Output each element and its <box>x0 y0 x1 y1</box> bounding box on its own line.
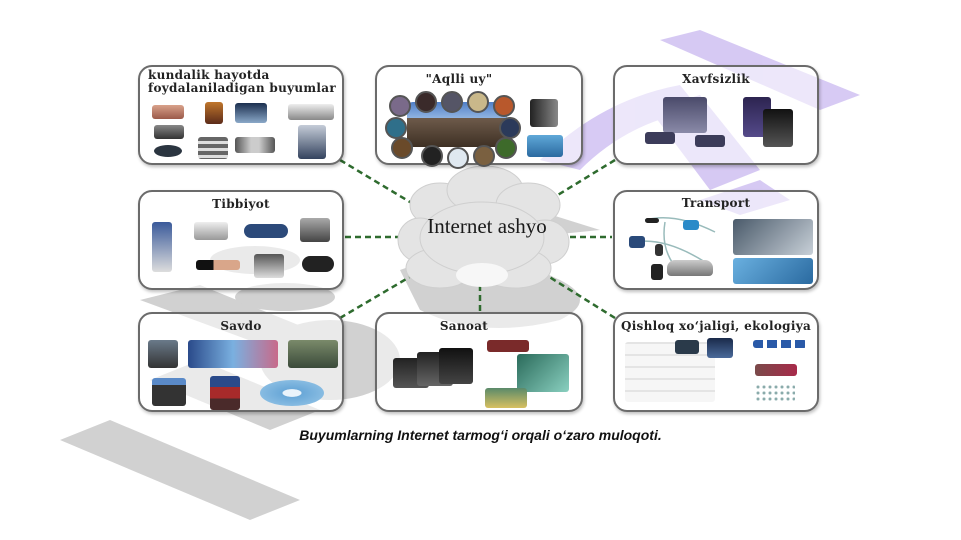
phone-icon <box>655 244 663 256</box>
fridge-icon <box>530 99 558 127</box>
node-title: Tibbiyot <box>212 197 270 211</box>
figure-caption: Buyumlarning Internet tarmog‘i orqali o‘… <box>299 427 662 443</box>
node-smart-home: "Aqlli uy" <box>375 65 583 169</box>
center-label: Internet ashyo <box>427 214 547 238</box>
media-player-icon <box>198 137 228 159</box>
printer-icon <box>152 105 184 119</box>
router-icon <box>288 104 334 120</box>
sensor-network-icon <box>755 384 795 402</box>
tv-icon <box>235 103 267 123</box>
node-security: Xavfsizlik <box>613 65 819 165</box>
tractor-icon <box>755 364 797 376</box>
factory-equipment-icon <box>517 354 569 392</box>
appliance-icon <box>385 117 407 139</box>
industrial-panel-icon <box>439 348 473 384</box>
appliance-icon <box>421 145 443 167</box>
car-icon <box>667 260 713 276</box>
appliance-icon <box>441 91 463 113</box>
node-trade: Savdo <box>138 312 344 412</box>
cctv-camera-icon <box>645 132 675 144</box>
scanner-icon <box>154 125 184 139</box>
node-title-line: kundalik hayotda <box>148 68 270 82</box>
node-title: "Aqlli uy" <box>425 72 493 86</box>
appliance-icon <box>415 91 437 113</box>
people-icon <box>152 378 186 406</box>
factory-equipment-icon <box>485 388 527 408</box>
connector-security <box>529 158 616 214</box>
book-icon <box>205 102 223 124</box>
blood-pressure-icon <box>254 254 284 278</box>
appliance-icon <box>389 95 411 117</box>
node-title: Xavfsizlik <box>682 72 750 86</box>
appliance-icon <box>499 117 521 139</box>
appliance-icon <box>495 137 517 159</box>
connector-daily <box>339 158 421 210</box>
oximeter-icon <box>302 256 334 272</box>
node-title: Transport <box>681 196 751 210</box>
animal-icon <box>753 340 807 348</box>
tablet-icon <box>300 218 330 242</box>
control-panel-icon <box>527 135 563 157</box>
wristband-icon <box>244 224 288 238</box>
sensor-network-icon <box>625 342 715 402</box>
disc-icon <box>154 145 182 157</box>
pulse-meter-icon <box>196 260 240 270</box>
disc-icon <box>260 380 324 406</box>
appliance-icon <box>473 145 495 167</box>
connector-trade <box>339 266 426 320</box>
connector-agriculture <box>534 266 616 320</box>
kiosk-icon <box>148 340 178 368</box>
computer-icon <box>675 340 699 354</box>
computer-icon <box>629 236 645 248</box>
person-icon <box>298 125 326 159</box>
road-icon <box>733 219 813 255</box>
cctv-camera-icon <box>695 135 725 147</box>
node-medicine: Tibbiyot <box>138 190 344 290</box>
store-icon <box>288 340 338 368</box>
node-transport: Transport <box>613 190 819 290</box>
appliance-icon <box>467 91 489 113</box>
appliance-icon <box>391 137 413 159</box>
node-title-line: foydalaniladigan buyumlar <box>148 81 336 95</box>
medical-stand-icon <box>152 222 172 272</box>
products-icon <box>210 376 240 410</box>
shop-display-icon <box>188 340 278 368</box>
node-agriculture: Qishloq xo‘jaligi, ekologiya <box>613 312 819 412</box>
node-title: Sanoat <box>439 319 489 333</box>
node-title: Qishloq xo‘jaligi, ekologiya <box>620 319 812 333</box>
computer-icon <box>707 338 733 358</box>
tablet-icon <box>763 109 793 147</box>
appliance-icon <box>493 95 515 117</box>
smartwatch-icon <box>235 137 275 153</box>
appliance-icon <box>447 147 469 169</box>
node-daily-items: kundalik hayotda foydalaniladigan buyuml… <box>138 65 344 165</box>
node-industry: Sanoat <box>375 312 583 412</box>
node-title: Savdo <box>220 319 262 333</box>
laptop-icon <box>683 220 699 230</box>
node-title: kundalik hayotda foydalaniladigan buyuml… <box>148 69 342 95</box>
map-icon <box>733 258 813 284</box>
monitor-device-icon <box>194 222 228 240</box>
router-icon <box>645 218 659 223</box>
server-icon <box>651 264 663 280</box>
surveillance-monitor-icon <box>663 97 707 133</box>
factory-equipment-icon <box>487 340 529 352</box>
